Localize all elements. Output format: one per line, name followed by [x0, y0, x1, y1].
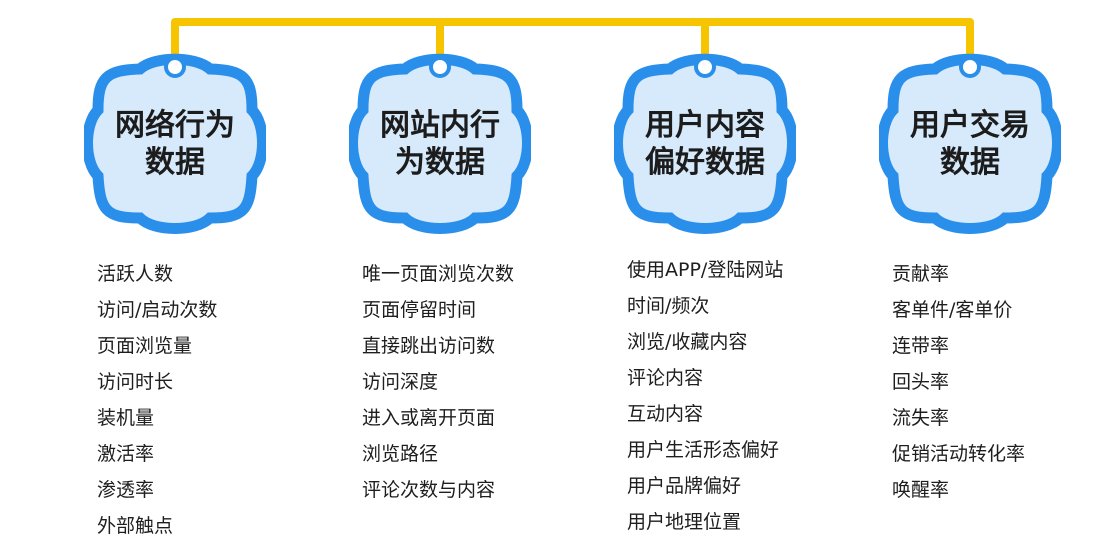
metric-item: 连带率 — [892, 335, 950, 357]
badge-shape — [349, 53, 531, 234]
badge-hook — [959, 56, 981, 78]
title-line: 数据 — [940, 145, 1000, 180]
metric-item: 页面浏览量 — [97, 335, 193, 357]
category-title: 用户交易数据 — [899, 52, 1041, 234]
badge-hook — [164, 56, 186, 78]
metric-list: 唯一页面浏览次数 页面停留时间 直接跳出访问数 访问深度 进入或离开页面 浏览路… — [362, 256, 514, 508]
metric-item: 用户生活形态偏好 — [627, 439, 780, 461]
badge-shape — [614, 53, 796, 234]
metric-item: 渗透率 — [97, 479, 155, 501]
metric-item: 流失率 — [892, 407, 950, 429]
metric-item: 时间/频次 — [627, 295, 710, 317]
metric-item: 访问/启动次数 — [97, 299, 218, 321]
metric-item: 唯一页面浏览次数 — [362, 263, 515, 285]
category-badge: 网络行为数据 — [84, 52, 266, 234]
metric-item: 用户品牌偏好 — [627, 475, 742, 497]
connector-bracket — [171, 18, 974, 64]
metric-list: 贡献率 客单件/客单价 连带率 回头率 流失率 促销活动转化率 唤醒率 — [892, 256, 1025, 508]
category-title: 网络行为数据 — [104, 52, 246, 234]
metric-item: 唤醒率 — [892, 479, 950, 501]
badge-shape — [879, 53, 1061, 234]
badge-shape — [84, 53, 266, 234]
metric-item: 进入或离开页面 — [362, 407, 496, 429]
metric-list: 活跃人数 访问/启动次数 页面浏览量 访问时长 装机量 激活率 渗透率 外部触点 — [97, 256, 217, 544]
category-badge: 用户内容偏好数据 — [614, 52, 796, 234]
metric-item: 互动内容 — [627, 403, 704, 425]
connector-lines — [171, 18, 974, 64]
metric-item: 评论次数与内容 — [362, 479, 496, 501]
badge-hook — [694, 56, 716, 78]
metric-item: 用户地理位置 — [627, 511, 742, 533]
metric-item: 激活率 — [97, 443, 155, 465]
metric-item: 使用APP/登陆网站 — [627, 259, 784, 281]
title-line: 网站内行 — [380, 108, 500, 143]
metric-item: 客单件/客单价 — [892, 299, 1013, 321]
badge-hook — [429, 56, 451, 78]
title-line: 数据 — [145, 145, 205, 180]
metric-item: 促销活动转化率 — [892, 443, 1026, 465]
metric-item: 页面停留时间 — [362, 299, 477, 321]
category-transaction: 用户交易数据 贡献率 客单件/客单价 连带率 回头率 流失率 促销活动转化率 唤… — [870, 52, 1070, 532]
category-title: 用户内容偏好数据 — [634, 52, 776, 234]
metric-item: 回头率 — [892, 371, 950, 393]
metric-list: 使用APP/登陆网站 时间/频次 浏览/收藏内容 评论内容 互动内容 用户生活形… — [627, 252, 783, 540]
title-line: 偏好数据 — [645, 145, 765, 180]
category-title: 网站内行为数据 — [369, 52, 511, 234]
metric-item: 访问时长 — [97, 371, 174, 393]
metric-item: 浏览路径 — [362, 443, 439, 465]
metric-item: 活跃人数 — [97, 263, 174, 285]
metric-item: 外部触点 — [97, 515, 174, 537]
title-line: 用户内容 — [645, 108, 765, 143]
metric-item: 装机量 — [97, 407, 155, 429]
category-badge: 用户交易数据 — [879, 52, 1061, 234]
title-line: 为数据 — [395, 145, 485, 180]
metric-item: 浏览/收藏内容 — [627, 331, 748, 353]
metric-item: 贡献率 — [892, 263, 950, 285]
category-content-preference: 用户内容偏好数据 使用APP/登陆网站 时间/频次 浏览/收藏内容 评论内容 互… — [605, 52, 805, 533]
title-line: 网络行为 — [115, 108, 235, 143]
category-badge: 网站内行为数据 — [349, 52, 531, 234]
metric-item: 直接跳出访问数 — [362, 335, 496, 357]
metric-item: 评论内容 — [627, 367, 704, 389]
category-onsite-behavior: 网站内行为数据 唯一页面浏览次数 页面停留时间 直接跳出访问数 访问深度 进入或… — [340, 52, 540, 532]
category-network-behavior: 网络行为数据 活跃人数 访问/启动次数 页面浏览量 访问时长 装机量 激活率 渗… — [75, 52, 275, 537]
title-line: 用户交易 — [910, 108, 1030, 143]
metric-item: 访问深度 — [362, 371, 439, 393]
